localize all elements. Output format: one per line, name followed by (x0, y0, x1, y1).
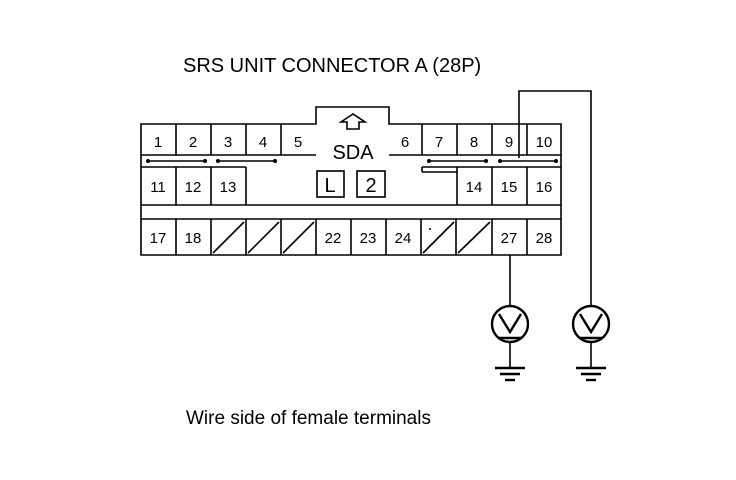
pin-8: 8 (470, 134, 478, 151)
pin-1: 1 (154, 134, 162, 151)
pin-24: 24 (395, 230, 412, 247)
pin-16: 16 (536, 179, 553, 196)
pin-2: 2 (189, 134, 197, 151)
pin-5: 5 (294, 134, 302, 151)
voltmeter-2 (571, 304, 611, 382)
diagram-caption: Wire side of female terminals (186, 408, 431, 429)
pin-27: 27 (501, 230, 518, 247)
pin-7: 7 (435, 134, 443, 151)
pin-15: 15 (501, 179, 518, 196)
pin-10: 10 (536, 134, 553, 151)
pin-22: 22 (325, 230, 342, 247)
pin-11: 11 (150, 179, 166, 196)
probe-wires (509, 90, 592, 306)
pin-9: 9 (505, 134, 513, 151)
key-box-right (356, 170, 386, 198)
diagram-title: SRS UNIT CONNECTOR A (28P) (183, 55, 481, 77)
pin-23: 23 (360, 230, 377, 247)
up-arrow-icon (338, 113, 368, 130)
voltmeter-1 (490, 304, 530, 382)
ground-icon (495, 366, 525, 382)
pin-3: 3 (224, 134, 232, 151)
connector-key: SDA L 2 (316, 113, 386, 198)
key-box-right-label: 2 (365, 175, 376, 197)
connector-body (140, 106, 562, 256)
key-label: SDA (332, 142, 374, 164)
pin-18: 18 (185, 230, 202, 247)
voltmeter-icon (571, 304, 611, 344)
key-box-left (316, 170, 345, 198)
pin-13: 13 (220, 179, 237, 196)
voltmeter-icon (490, 304, 530, 344)
shorting-bars (146, 159, 558, 163)
pin-14: 14 (466, 179, 483, 196)
pin-17: 17 (150, 230, 167, 247)
pin-12: 12 (185, 179, 202, 196)
probe-wire-pin-15 (518, 90, 592, 306)
ground-icon (576, 366, 606, 382)
pin-6: 6 (401, 134, 409, 151)
pin-28: 28 (536, 230, 553, 247)
key-box-left-label: L (324, 175, 335, 197)
pin-4: 4 (259, 134, 267, 151)
pin-labels: 1 2 3 4 5 6 7 8 9 10 11 12 13 14 15 16 1… (150, 134, 553, 247)
